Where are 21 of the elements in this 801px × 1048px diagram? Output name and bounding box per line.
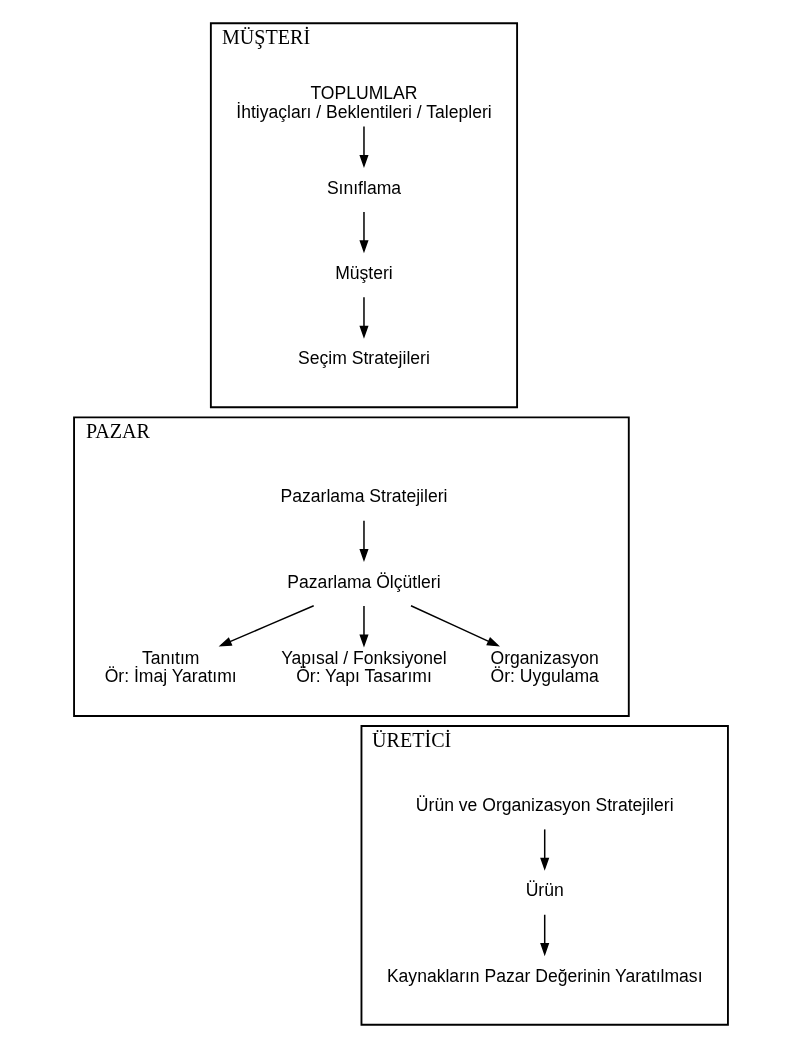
node-text: Müşteri [334, 262, 393, 283]
arrow [358, 296, 369, 339]
node-text: Kaynakların Pazar Değerinin Yaratılması [386, 965, 703, 986]
node-text: Tanıtım Ör: İmaj Yaratımı [104, 647, 237, 687]
arrow [539, 828, 549, 871]
node-text: Pazarlama Ölçütleri [286, 571, 441, 592]
arrow [409, 605, 500, 647]
node-text: Seçim Stratejileri [297, 348, 430, 369]
node-text: Sınıflama [326, 177, 401, 198]
arrow [539, 914, 549, 957]
arrow [358, 125, 369, 169]
node-text: Yapısal / Fonksiyonel Ör: Yapı Tasarımı [280, 647, 447, 687]
node-text: Pazarlama Stratejileri [280, 486, 447, 507]
arrow [358, 519, 369, 563]
node-text: TOPLUMLAR İhtiyaçları / Beklentileri / Talepleri [235, 82, 492, 122]
arrow [358, 211, 369, 254]
arrow [358, 605, 369, 648]
node-text: Organizasyon Ör: Uygulama [490, 647, 599, 687]
node-text: Ürün ve Organizasyon Stratejileri [415, 795, 674, 816]
arrow [218, 605, 314, 647]
node-text: Ürün [525, 880, 564, 901]
